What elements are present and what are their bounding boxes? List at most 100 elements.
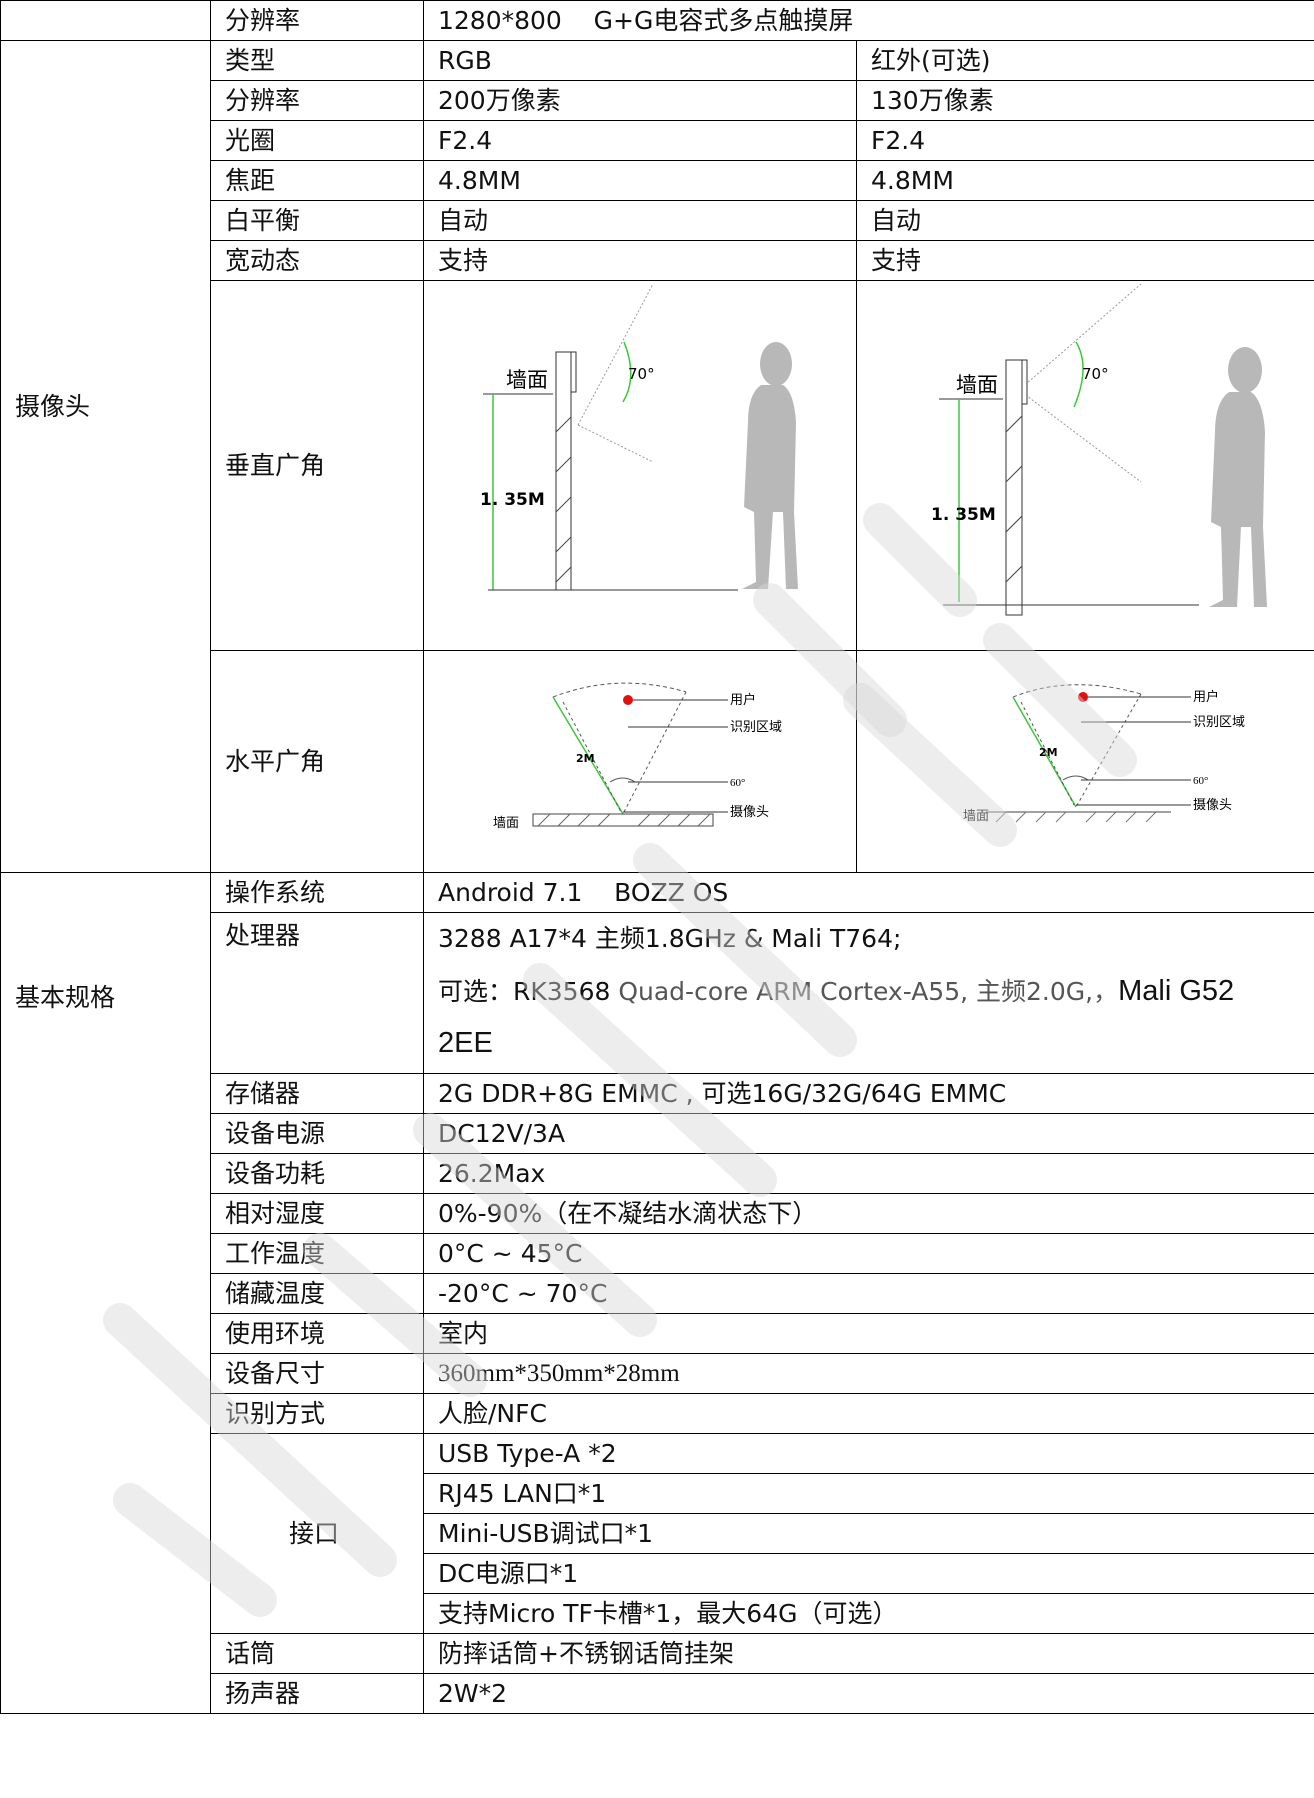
rgb-value: 支持: [423, 240, 857, 281]
wall-label: 墙面: [956, 373, 998, 397]
user-dot-icon: [1078, 691, 1088, 702]
row-value: 360mm*350mm*28mm: [422, 1353, 1314, 1394]
angle-label: 70°: [1082, 365, 1109, 383]
rgb-value: RGB: [423, 40, 857, 81]
angle-label: 60°: [730, 777, 745, 789]
vertical-angle-diagram: 70° 墙面 1. 35M: [480, 283, 798, 590]
row-label: 宽动态: [210, 240, 424, 281]
distance-label: 2M: [576, 752, 595, 765]
spec-table: 分辨率 1280*800 G+G电容式多点触摸屏 摄像头 类型 RGB 红外(可…: [0, 0, 1314, 1714]
camera-vertical-angle-row: 垂直广角 70° 墙面 1. 35M: [1, 280, 1314, 651]
row-value: 防摔话筒+不锈钢话筒挂架: [422, 1633, 1314, 1674]
row-value: 人脸/NFC: [422, 1393, 1314, 1434]
person-silhouette-icon: [1209, 346, 1267, 607]
angle-label: 60°: [1193, 775, 1208, 787]
row-label: 工作温度: [210, 1233, 424, 1274]
storage-row: 存储器 2G DDR+8G EMMC , 可选16G/32G/64G EMMC: [1, 1073, 1314, 1114]
row-value: Android 7.1 BOZZ OS: [422, 872, 1314, 913]
row-label: 使用环境: [210, 1313, 424, 1354]
speaker-row: 扬声器 2W*2: [1, 1673, 1314, 1714]
row-label: 类型: [210, 40, 424, 81]
cpu-option-detail: Quad-core ARM Cortex-A55, 主频2.0G,，: [618, 977, 1119, 1006]
cpu-row: 处理器 3288 A17*4 主频1.8GHz & Mali T764; 可选：…: [1, 912, 1314, 1074]
row-value: 2W*2: [422, 1673, 1314, 1714]
distance-label: 2M: [1039, 746, 1058, 759]
zone-label: 识别区域: [730, 719, 782, 734]
row-label: 垂直广角: [210, 280, 424, 651]
vertical-angle-diagram-rgb: 70° 墙面 1. 35M: [423, 280, 857, 651]
angle-label: 70°: [628, 365, 655, 383]
height-label: 1. 35M: [931, 505, 996, 525]
os-row: 基本规格 操作系统 Android 7.1 BOZZ OS: [0, 872, 1314, 1714]
ir-value: F2.4: [855, 120, 1314, 161]
camera-label: 摄像头: [1193, 797, 1232, 812]
camera-horizontal-angle-row: 水平广角 用户 识别区域 2M 60°: [1, 650, 1314, 873]
cpu-line-1: 3288 A17*4 主频1.8GHz & Mali T764;: [438, 924, 902, 953]
rgb-value: 4.8MM: [423, 160, 857, 201]
horizontal-angle-diagram: 用户 识别区域 2M 60° 摄像头 墙面: [493, 682, 782, 830]
row-label: 光圈: [210, 120, 424, 161]
port-row: 接口 USB Type-A *2: [1, 1433, 1314, 1634]
section-basic: 基本规格: [0, 872, 211, 1714]
row-label: 分辨率: [210, 80, 424, 121]
recognition-row: 识别方式 人脸/NFC: [1, 1393, 1314, 1434]
camera-label: 摄像头: [730, 804, 769, 819]
camera-focal-row: 焦距 4.8MM 4.8MM: [1, 160, 1314, 201]
horizontal-angle-diagram-rgb: 用户 识别区域 2M 60° 摄像头 墙面: [423, 650, 857, 873]
camera-resolution-row: 分辨率 200万像素 130万像素: [1, 80, 1314, 121]
port-item: Mini-USB调试口*1: [422, 1513, 1314, 1554]
row-label: 话筒: [210, 1633, 424, 1674]
cpu-line-3: 2EE: [438, 1027, 493, 1059]
cpu-line-2: 可选：RK3568 Quad-core ARM Cortex-A55, 主频2.…: [438, 965, 1314, 1017]
height-label: 1. 35M: [480, 490, 545, 510]
row-label: 焦距: [210, 160, 424, 201]
user-dot-icon: [623, 694, 633, 705]
rgb-value: 自动: [423, 200, 857, 241]
row-value: DC12V/3A: [422, 1113, 1314, 1154]
ir-value: 4.8MM: [855, 160, 1314, 201]
storage-temp-row: 储藏温度 -20°C ~ 70°C: [1, 1273, 1314, 1314]
op-temp-row: 工作温度 0°C ~ 45°C: [1, 1233, 1314, 1274]
display-resolution-row: 分辨率 1280*800 G+G电容式多点触摸屏: [0, 0, 1314, 41]
cpu-value: 3288 A17*4 主频1.8GHz & Mali T764; 可选：RK35…: [422, 912, 1314, 1074]
vertical-angle-diagram-ir: 70° 墙面 1. 35M: [855, 280, 1314, 651]
wall-label: 墙面: [493, 815, 519, 830]
row-label: 设备电源: [210, 1113, 424, 1154]
empty-cell: [0, 0, 211, 41]
port-item: 支持Micro TF卡槽*1，最大64G（可选）: [422, 1593, 1314, 1634]
ir-value: 支持: [855, 240, 1314, 281]
row-value: 0%-90%（在不凝结水滴状态下）: [422, 1193, 1314, 1234]
row-value: 26.2Max: [422, 1153, 1314, 1194]
row-label: 设备功耗: [210, 1153, 424, 1194]
environment-row: 使用环境 室内: [1, 1313, 1314, 1354]
row-label: 识别方式: [210, 1393, 424, 1434]
ir-value: 130万像素: [855, 80, 1314, 121]
rgb-value: 200万像素: [423, 80, 857, 121]
ir-value: 自动: [855, 200, 1314, 241]
row-value: 0°C ~ 45°C: [422, 1233, 1314, 1274]
row-value: 室内: [422, 1313, 1314, 1354]
port-row: DC电源口*1: [1, 1553, 1314, 1594]
section-camera: 摄像头: [0, 40, 211, 873]
row-label: 白平衡: [210, 200, 424, 241]
wall-label: 墙面: [506, 368, 548, 392]
user-label: 用户: [730, 692, 756, 707]
row-label: 设备尺寸: [210, 1353, 424, 1394]
size-row: 设备尺寸 360mm*350mm*28mm: [1, 1353, 1314, 1394]
port-item: RJ45 LAN口*1: [422, 1473, 1314, 1514]
mic-row: 话筒 防摔话筒+不锈钢话筒挂架: [1, 1633, 1314, 1674]
rgb-value: F2.4: [423, 120, 857, 161]
row-label: 水平广角: [210, 650, 424, 873]
camera-wdr-row: 宽动态 支持 支持: [1, 240, 1314, 281]
person-silhouette-icon: [742, 341, 798, 589]
row-label: 存储器: [210, 1073, 424, 1114]
vertical-angle-diagram: 70° 墙面 1. 35M: [931, 283, 1267, 615]
port-row: Mini-USB调试口*1: [1, 1513, 1314, 1554]
camera-wb-row: 白平衡 自动 自动: [1, 200, 1314, 241]
row-value: 2G DDR+8G EMMC , 可选16G/32G/64G EMMC: [422, 1073, 1314, 1114]
row-label: 扬声器: [210, 1673, 424, 1714]
cpu-option-prefix: 可选：RK3568: [438, 977, 619, 1006]
port-item: DC电源口*1: [422, 1553, 1314, 1594]
wall-label: 墙面: [963, 808, 989, 823]
row-label: 储藏温度: [210, 1273, 424, 1314]
